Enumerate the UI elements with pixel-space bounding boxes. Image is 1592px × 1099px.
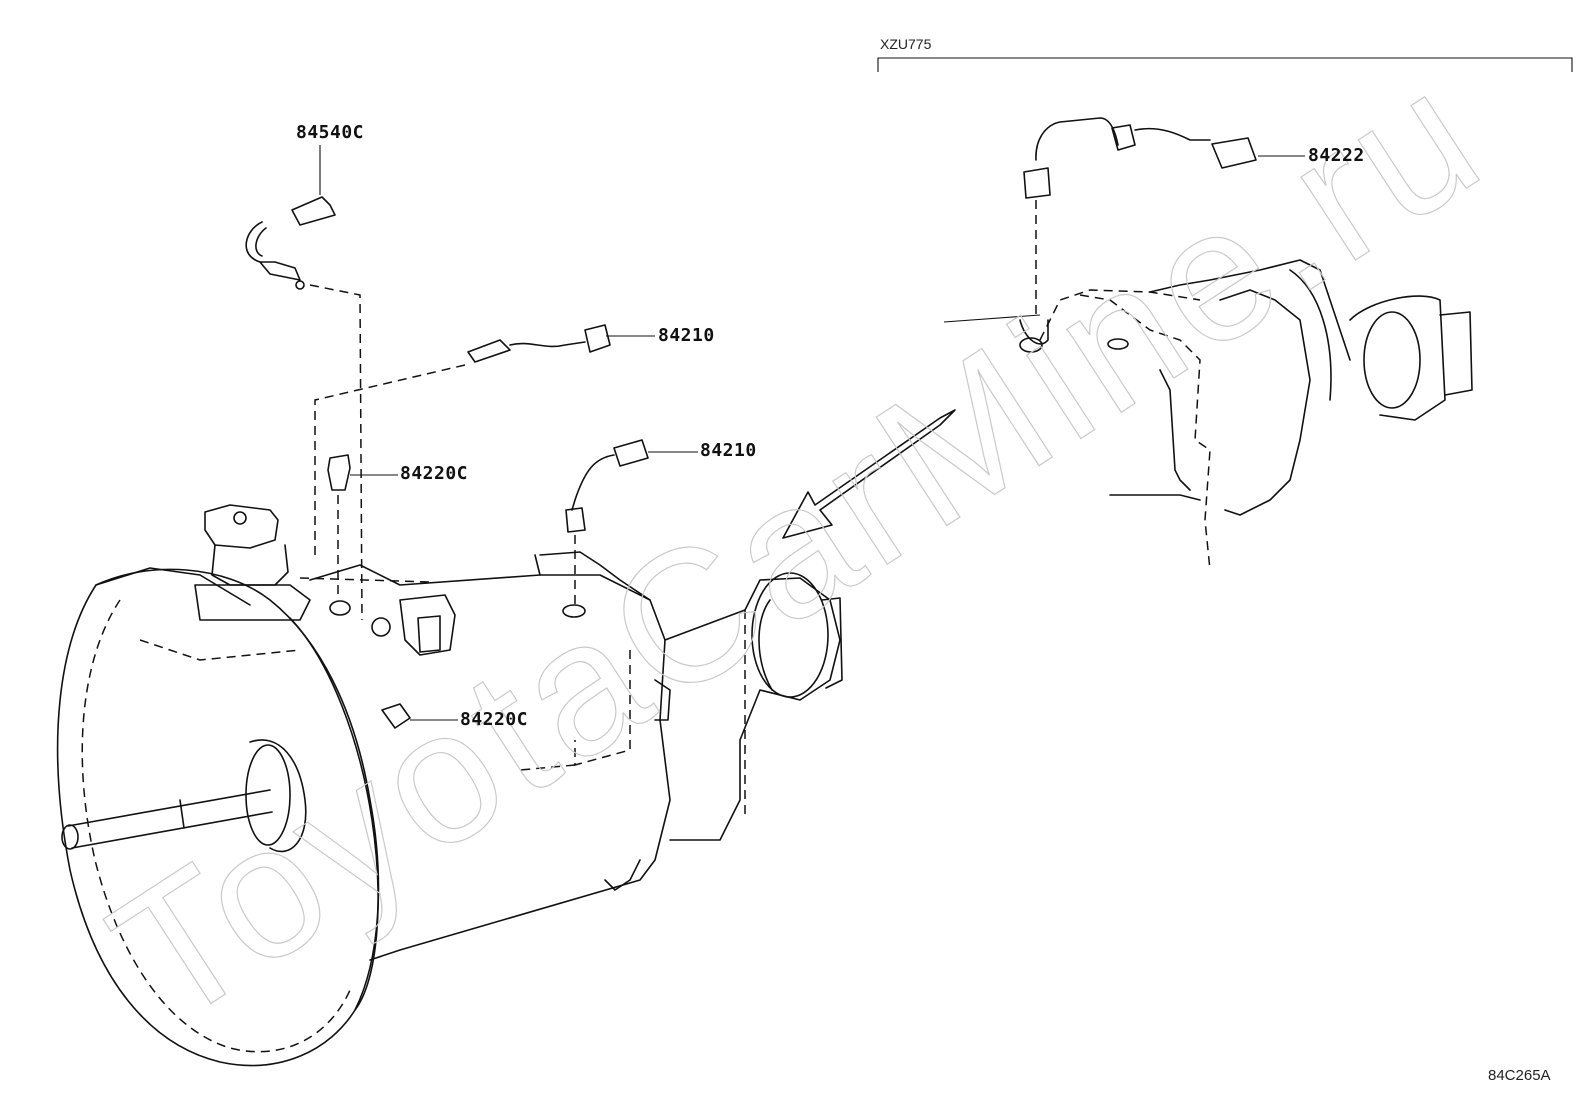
figure-code: 84C265A xyxy=(1488,1067,1551,1084)
variant-bracket xyxy=(877,57,1573,72)
variant-label: XZU775 xyxy=(880,36,932,52)
part-84210-upper-drawing xyxy=(314,324,611,560)
part-label-84540C[interactable]: 84540C xyxy=(296,122,365,143)
part-84540C-drawing xyxy=(245,196,363,621)
bell-housing xyxy=(56,567,380,1067)
part-label-84210-lower[interactable]: 84210 xyxy=(700,440,757,461)
part-84220C-upper-drawing xyxy=(327,454,351,600)
part-84210-lower-drawing xyxy=(565,439,649,605)
part-label-84210-upper[interactable]: 84210 xyxy=(658,325,715,346)
transmission-case xyxy=(299,551,843,961)
leader-lines xyxy=(319,145,1305,721)
inset-transmission xyxy=(943,259,1473,571)
part-84222-drawing xyxy=(1023,117,1257,320)
part-84220C-lower-drawing xyxy=(381,703,411,729)
part-label-84220C-upper[interactable]: 84220C xyxy=(400,463,469,484)
part-label-84222[interactable]: 84222 xyxy=(1308,145,1365,166)
shift-tower xyxy=(139,504,311,661)
direction-arrow xyxy=(782,409,956,539)
part-label-84220C-lower[interactable]: 84220C xyxy=(460,709,529,730)
